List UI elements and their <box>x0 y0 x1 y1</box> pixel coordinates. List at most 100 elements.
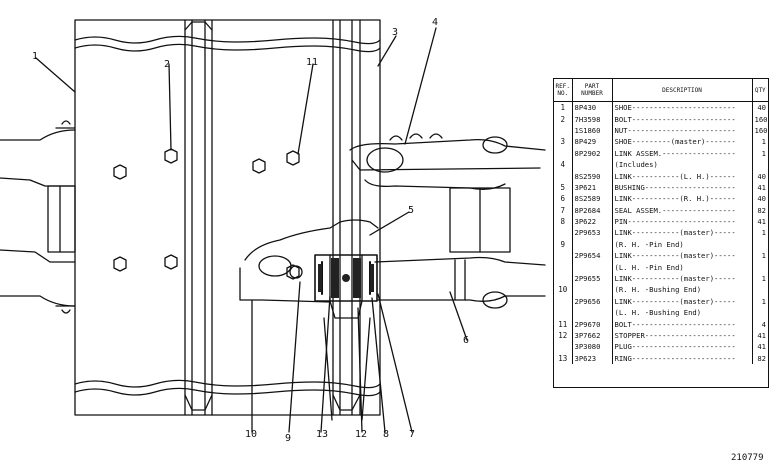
table-row: 4(Includes) <box>554 158 768 171</box>
description-cell: SHOE---------(master)------- <box>612 136 753 148</box>
part-number-cell <box>572 238 613 251</box>
header-part-number: PART NUMBER <box>572 79 613 102</box>
callout-8: 8 <box>383 429 390 440</box>
part-number-cell <box>572 284 613 296</box>
description-cell: NUT------------------------- <box>612 124 753 137</box>
ref-cell: 1 <box>554 101 573 114</box>
part-number-cell: 1S1860 <box>572 124 613 137</box>
bolt-head <box>286 150 300 166</box>
part-number-cell: 2P9653 <box>572 227 613 239</box>
ref-cell <box>554 147 573 159</box>
description-cell: LINK-----------(master)----- <box>612 227 753 239</box>
table-row: (L. H. -Pin End) <box>554 261 768 273</box>
part-number-cell: 2P9654 <box>572 250 613 262</box>
qty-cell: 1 <box>761 137 766 147</box>
part-number-cell: 3P623 <box>572 352 613 364</box>
qty-cell: 1 <box>761 274 766 284</box>
part-number-cell: 8P2684 <box>572 204 613 216</box>
left-link-top <box>0 129 76 141</box>
callout-7: 7 <box>409 429 416 440</box>
part-number-cell: 8S2590 <box>572 170 613 182</box>
part-number-cell: 3P622 <box>572 215 613 228</box>
qty-cell: 4 <box>761 319 766 329</box>
description-cell: (L. H. -Pin End) <box>612 261 753 273</box>
qty-cell: 1 <box>761 228 766 238</box>
description-cell: LINK ASSEM.----------------- <box>612 147 753 159</box>
callout-3: 3 <box>392 27 399 38</box>
description-cell: PIN------------------------- <box>612 215 753 228</box>
callout-11: 11 <box>306 57 319 68</box>
part-number-cell: 8P2902 <box>572 147 613 159</box>
description-cell: BOLT------------------------ <box>612 113 753 125</box>
description-cell: PLUG------------------------ <box>612 341 753 353</box>
header-description: DESCRIPTION <box>612 79 753 102</box>
qty-cell <box>752 159 768 170</box>
part-number-cell: 2P9670 <box>572 318 613 330</box>
qty-cell: 82 <box>757 353 766 363</box>
description-cell: SEAL ASSEM.----------------- <box>612 204 753 216</box>
ref-cell: 10 <box>554 284 573 296</box>
ref-cell: 5 <box>554 181 573 194</box>
description-cell: BOLT------------------------ <box>612 318 753 330</box>
header-qty: QTY <box>752 79 768 102</box>
ref-cell: 8 <box>554 215 573 228</box>
figure-number: 210779 <box>731 453 764 463</box>
description-cell: STOPPER--------------------- <box>612 329 753 342</box>
ref-cell <box>554 170 573 182</box>
break-line-bottom <box>74 379 381 389</box>
bolt-head <box>164 254 178 270</box>
right-link-lower <box>374 256 546 266</box>
description-cell: (R. H. -Pin End) <box>612 238 753 251</box>
table-row: (L. H. -Bushing End) <box>554 307 768 319</box>
part-number-cell: 8S2589 <box>572 193 613 205</box>
bolt-head <box>113 164 127 180</box>
cutaway-boundary <box>244 219 379 261</box>
description-cell: BUSHING--------------------- <box>612 181 753 194</box>
qty-cell: 41 <box>757 331 766 340</box>
break-line-top <box>74 35 381 45</box>
qty-cell <box>752 239 768 250</box>
qty-cell: 160 <box>754 114 768 124</box>
part-number-cell: 3P7662 <box>572 329 613 342</box>
qty-cell: 1 <box>761 251 766 261</box>
ref-cell: 11 <box>554 318 573 330</box>
qty-cell <box>752 284 768 295</box>
ref-cell: 12 <box>554 329 573 342</box>
ref-cell: 7 <box>554 204 573 216</box>
part-number-cell <box>572 261 613 273</box>
callout-4: 4 <box>432 17 439 28</box>
ref-cell <box>554 295 573 308</box>
ref-cell: 2 <box>554 113 573 125</box>
description-cell: LINK-----------(R. H.)------ <box>612 193 753 205</box>
part-number-cell: 8P429 <box>572 136 613 148</box>
ref-cell: 13 <box>554 352 573 364</box>
qty-cell: 40 <box>757 194 766 204</box>
ref-cell: 3 <box>554 136 573 148</box>
table-row: 9 (R. H. -Pin End) <box>554 238 768 251</box>
callout-13: 13 <box>316 429 329 440</box>
callout-9: 9 <box>285 433 292 444</box>
right-link-upper <box>349 138 546 151</box>
ref-cell <box>554 250 573 262</box>
ref-cell: 9 <box>554 238 573 251</box>
part-number-cell: 7H3598 <box>572 113 613 125</box>
ref-cell: 4 <box>554 158 573 171</box>
description-cell: LINK-----------(L. H.)------ <box>612 170 753 182</box>
ref-cell <box>554 227 573 239</box>
